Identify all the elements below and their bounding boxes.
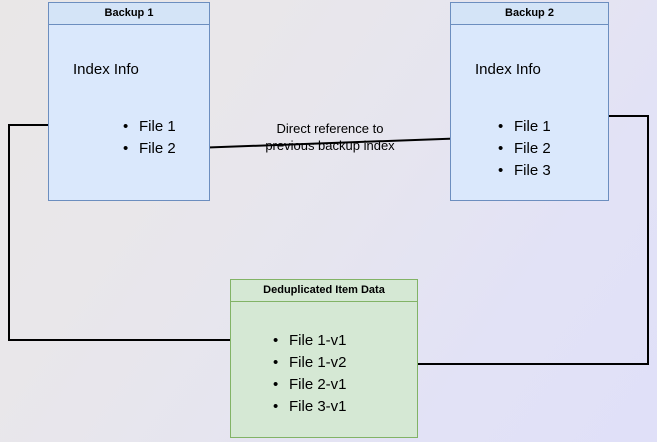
backup-1-file-list: File 1 File 2 <box>123 116 176 160</box>
list-item: File 2 <box>498 138 551 160</box>
list-item: File 2 <box>123 138 176 160</box>
node-backup-1[interactable]: Backup 1 Index Info File 1 File 2 <box>48 2 210 201</box>
node-dedup-header: Deduplicated Item Data <box>231 280 417 302</box>
node-backup-2[interactable]: Backup 2 Index Info File 1 File 2 File 3 <box>450 2 609 201</box>
backup-1-index-info-label: Index Info <box>73 61 139 78</box>
list-item: File 3 <box>498 160 551 182</box>
backup-2-file-list: File 1 File 2 File 3 <box>498 116 551 182</box>
node-deduplicated-item-data[interactable]: Deduplicated Item Data File 1-v1 File 1-… <box>230 279 418 438</box>
list-item: File 1-v2 <box>273 352 347 374</box>
list-item: File 2-v1 <box>273 374 347 396</box>
annotation-line-1: Direct reference to <box>276 121 384 136</box>
node-backup-2-header: Backup 2 <box>451 3 608 25</box>
backup-2-index-info-label: Index Info <box>475 61 541 78</box>
node-backup-2-body: Index Info File 1 File 2 File 3 <box>451 25 608 200</box>
node-backup-1-header: Backup 1 <box>49 3 209 25</box>
list-item: File 1 <box>123 116 176 138</box>
dedup-file-list: File 1-v1 File 1-v2 File 2-v1 File 3-v1 <box>273 330 347 418</box>
list-item: File 3-v1 <box>273 396 347 418</box>
node-backup-1-body: Index Info File 1 File 2 <box>49 25 209 200</box>
node-dedup-body: File 1-v1 File 1-v2 File 2-v1 File 3-v1 <box>231 302 417 437</box>
list-item: File 1-v1 <box>273 330 347 352</box>
annotation-direct-reference: Direct reference to previous backup inde… <box>240 120 420 154</box>
annotation-line-2: previous backup index <box>265 138 395 153</box>
list-item: File 1 <box>498 116 551 138</box>
